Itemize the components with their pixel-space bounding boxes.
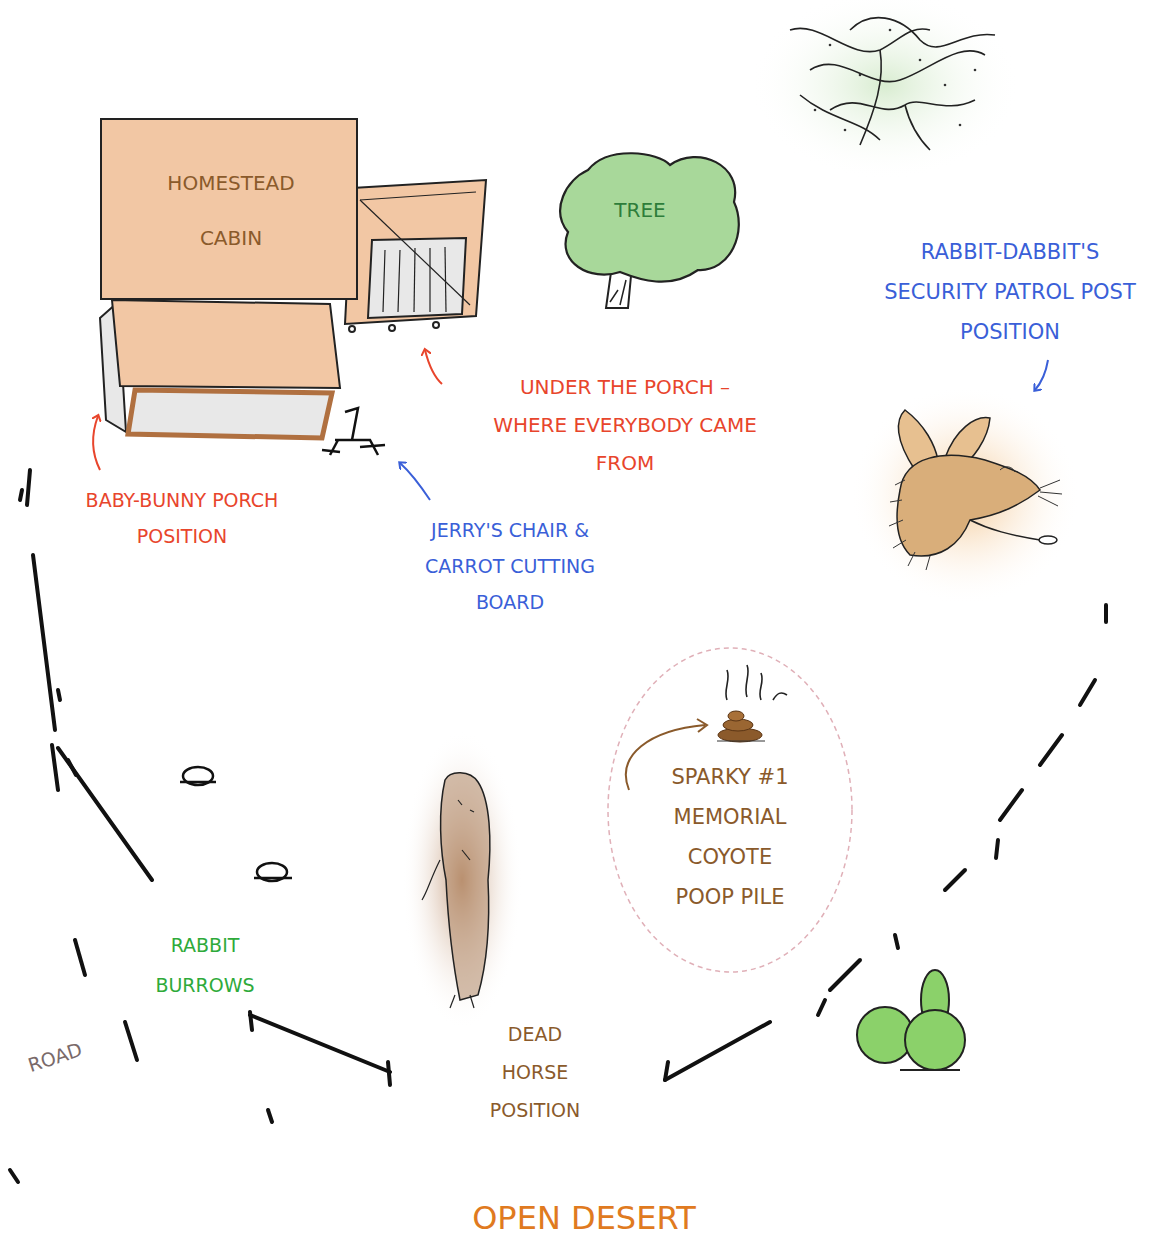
- tree-shape: TREE: [548, 140, 748, 312]
- poop-icon: [717, 665, 787, 742]
- burrow-holes: [180, 767, 292, 881]
- node-text: TREE: [580, 198, 700, 222]
- chair-callout: JERRY'S CHAIR & CARROT CUTTING BOARD: [403, 512, 618, 620]
- bunny-callout: BABY-BUNNY PORCH POSITION: [80, 482, 285, 554]
- node-text: HOMESTEAD CABIN: [146, 156, 316, 266]
- burrows-label: RABBIT BURROWS: [123, 925, 288, 1005]
- leader-arrows: [93, 350, 1048, 500]
- dead-horse-figure: [402, 730, 522, 1030]
- porch-callout: UNDER THE PORCH – WHERE EVERYBODY CAME F…: [493, 368, 758, 482]
- rabbit-figure: [850, 385, 1080, 605]
- region-label: OPEN DESERT: [374, 1198, 794, 1238]
- bush-scribble: [750, 0, 1020, 180]
- chair-icon: [322, 408, 385, 455]
- patrol-callout: RABBIT-DABBIT'S SECURITY PATROL POST POS…: [875, 232, 1145, 352]
- road-label: ROAD: [8, 1032, 101, 1083]
- horse-label: DEAD HORSE POSITION: [475, 1015, 595, 1129]
- road-lines: [10, 470, 1106, 1182]
- node-text: SPARKY #1 MEMORIAL COYOTE POOP PILE: [660, 757, 800, 917]
- memorial-ellipse: SPARKY #1 MEMORIAL COYOTE POOP PILE: [605, 645, 855, 975]
- cactus-icon: [857, 970, 965, 1070]
- cabin-box: HOMESTEAD CABIN: [100, 118, 358, 300]
- tree-outline: [548, 140, 748, 312]
